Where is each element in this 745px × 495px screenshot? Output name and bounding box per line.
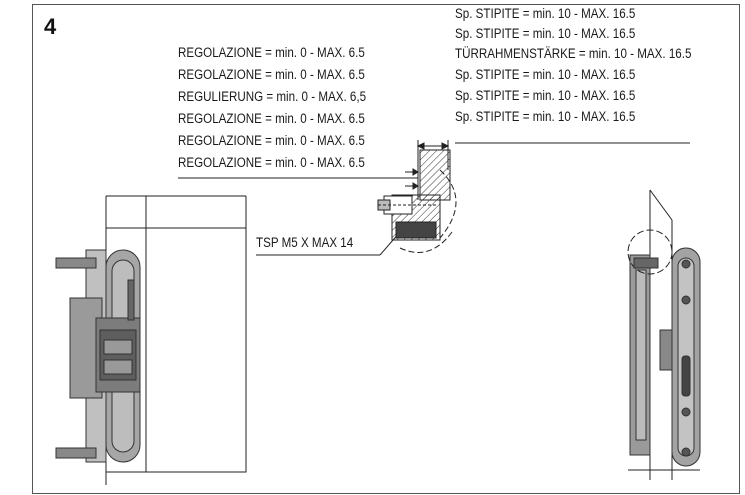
- figure-frame: [32, 4, 740, 494]
- right-hinge: [627, 229, 701, 467]
- jamb-label-2: Sp. STIPITE = min. 10 - MAX. 16.5: [455, 26, 636, 41]
- jamb-label-3: TÜRRAHMENSTÄRKE = min. 10 - MAX. 16.5: [455, 46, 692, 61]
- adjustment-label-4: REGOLAZIONE = min. 0 - MAX. 6.5: [178, 111, 365, 126]
- jamb-label-4: Sp. STIPITE = min. 10 - MAX. 16.5: [455, 67, 636, 82]
- figure-number: 4: [44, 14, 57, 39]
- section-detail: [377, 149, 457, 253]
- adjustment-label-1: REGOLAZIONE = min. 0 - MAX. 6.5: [178, 45, 365, 60]
- adjustment-label-5: REGOLAZIONE = min. 0 - MAX. 6.5: [178, 133, 365, 148]
- adjustment-label-6: REGOLAZIONE = min. 0 - MAX. 6.5: [178, 155, 365, 170]
- adjustment-label-2: REGOLAZIONE = min. 0 - MAX. 6.5: [178, 67, 365, 82]
- label-leader-lines: [178, 142, 690, 256]
- screw-label: TSP M5 X MAX 14: [256, 235, 354, 250]
- jamb-label-6: Sp. STIPITE = min. 10 - MAX. 16.5: [455, 109, 636, 124]
- left-hinge: [55, 249, 141, 463]
- jamb-label-5: Sp. STIPITE = min. 10 - MAX. 16.5: [455, 88, 636, 103]
- adjustment-label-3: REGULIERUNG = min. 0 - MAX. 6,5: [178, 89, 367, 104]
- jamb-label-1: Sp. STIPITE = min. 10 - MAX. 16.5: [455, 6, 636, 21]
